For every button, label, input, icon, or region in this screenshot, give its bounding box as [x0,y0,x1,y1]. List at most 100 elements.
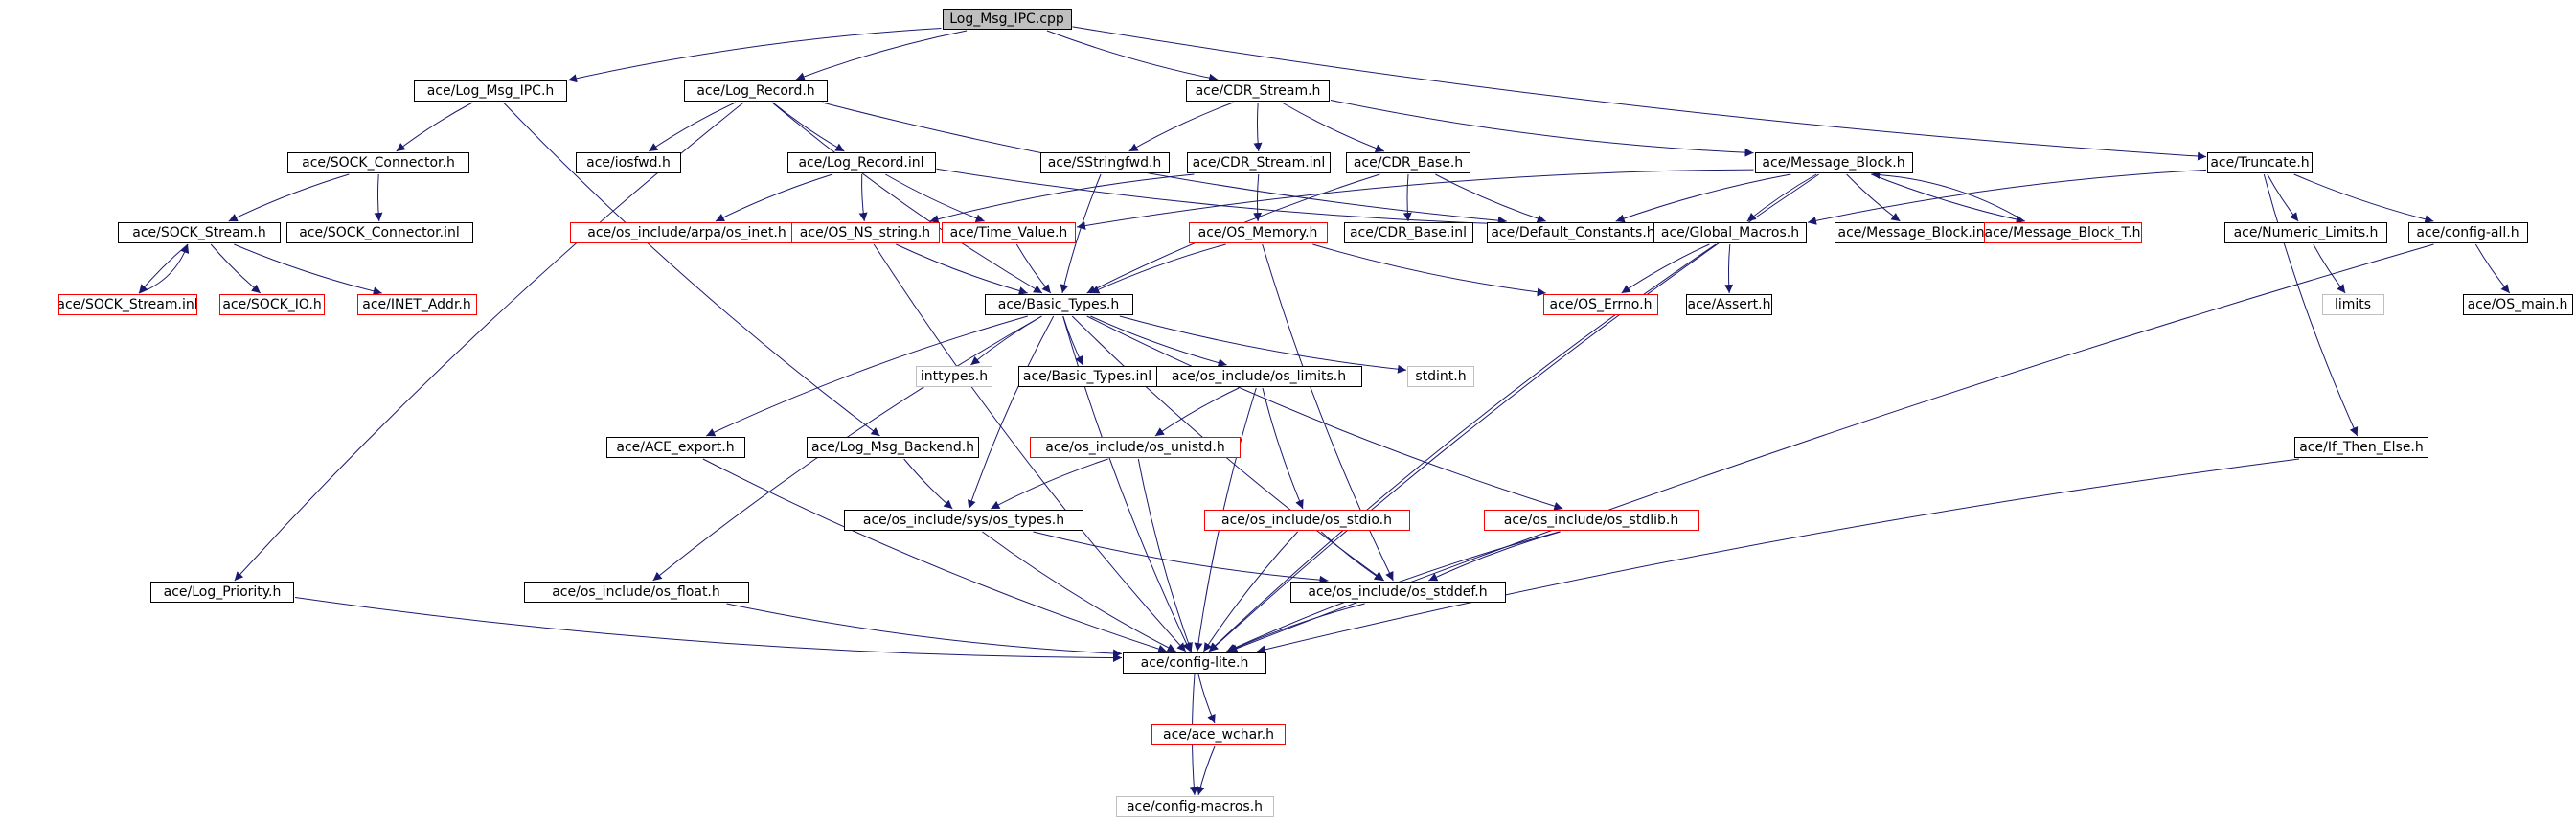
node-sock-connector-inl[interactable]: ace/SOCK_Connector.inl [285,222,473,243]
edge-sock-stream-h-to-sock-io-h [210,243,262,294]
node-basic-types-inl[interactable]: ace/Basic_Types.inl [1017,366,1157,387]
node-sock-stream-inl[interactable]: ace/SOCK_Stream.inl [57,294,197,315]
node-sock-stream-h[interactable]: ace/SOCK_Stream.h [118,222,281,243]
edge-log-record-inl-to-time-value-h [885,173,985,223]
edge-if-then-else-h-to-config-lite-h [1256,458,2300,654]
edge-truncate-h-to-config-all-h [2293,173,2434,224]
edge-os-unistd-h-to-os-types-h [991,458,1108,510]
node-os-unistd-h[interactable]: ace/os_include/os_unistd.h [1030,437,1241,458]
edge-basic-types-h-to-config-lite-h [1062,315,1191,652]
node-message-block-h[interactable]: ace/Message_Block.h [1754,152,1913,173]
node-limits[interactable]: limits [2321,294,2384,315]
edge-os-memory-h-to-basic-types-h [1090,243,1226,294]
edge-cdr-stream-h-to-sstringfwd-h [1128,102,1234,152]
edge-sock-connector-h-to-sock-stream-h [228,173,350,222]
node-inttypes-h[interactable]: inttypes.h [916,366,992,387]
edge-os-unistd-h-to-config-lite-h [1137,458,1193,652]
node-default-constants-h[interactable]: ace/Default_Constants.h [1487,222,1659,243]
node-sock-io-h[interactable]: ace/SOCK_IO.h [219,294,325,315]
node-os-limits-h[interactable]: ace/os_include/os_limits.h [1155,366,1362,387]
edge-cdr-stream-inl-to-os-memory-h [1253,173,1263,222]
edge-root-to-log-record-h [795,30,968,81]
node-os-main-h[interactable]: ace/OS_main.h [2462,294,2573,315]
node-cdr-stream-inl[interactable]: ace/CDR_Stream.inl [1187,152,1331,173]
node-sock-connector-h[interactable]: ace/SOCK_Connector.h [287,152,469,173]
node-os-stdio-h[interactable]: ace/os_include/os_stdio.h [1203,510,1410,531]
node-sstringfwd-h[interactable]: ace/SStringfwd.h [1039,152,1170,173]
edge-root-to-log-msg-ipc-h [567,28,942,83]
node-log-priority-h[interactable]: ace/Log_Priority.h [150,582,294,603]
node-log-msg-backend-h[interactable]: ace/Log_Msg_Backend.h [807,437,979,458]
node-ace-wchar-h[interactable]: ace/ace_wchar.h [1151,724,1286,745]
edge-message-block-h-to-message-block-inl [1846,173,1901,222]
node-time-value-h[interactable]: ace/Time_Value.h [942,222,1076,243]
edge-basic-types-h-to-os-stdlib-h [1086,315,1563,511]
edge-os-memory-h-to-os-stddef-h [1262,243,1394,582]
edge-basic-types-h-to-stdint-h [1119,315,1407,374]
node-basic-types-h[interactable]: ace/Basic_Types.h [984,294,1133,315]
node-os-memory-h[interactable]: ace/OS_Memory.h [1188,222,1328,243]
node-numeric-limits-h[interactable]: ace/Numeric_Limits.h [2224,222,2387,243]
edge-numeric-limits-h-to-limits [2313,243,2346,294]
edge-root-to-cdr-stream-h [1046,30,1219,82]
node-global-macros-h[interactable]: ace/Global_Macros.h [1653,222,1807,243]
node-log-record-inl[interactable]: ace/Log_Record.inl [786,152,936,173]
node-os-ns-string-h[interactable]: ace/OS_NS_string.h [790,222,940,243]
edge-sock-connector-h-to-sock-connector-inl [374,173,383,222]
node-cdr-base-h[interactable]: ace/CDR_Base.h [1346,152,1470,173]
node-os-errno-h[interactable]: ace/OS_Errno.h [1543,294,1658,315]
edge-cdr-stream-h-to-cdr-stream-inl [1253,102,1263,152]
edge-basic-types-h-to-ace-export-h [705,315,1028,437]
node-os-inet-h[interactable]: ace/os_include/arpa/os_inet.h [569,222,805,243]
edge-layer [138,26,2511,796]
edge-message-block-h-to-default-constants-h [1615,173,1791,223]
node-message-block-t-h[interactable]: ace/Message_Block_T.h [1983,222,2142,243]
edge-time-value-h-to-basic-types-h [1015,243,1052,294]
node-log-record-h[interactable]: ace/Log_Record.h [684,80,828,102]
node-assert-h[interactable]: ace/Assert.h [1686,294,1772,315]
node-root: Log_Msg_IPC.cpp [942,9,1072,30]
node-os-stddef-h[interactable]: ace/os_include/os_stddef.h [1289,582,1506,603]
edge-os-stddef-h-to-config-lite-h [1227,603,1365,652]
node-config-macros-h[interactable]: ace/config-macros.h [1115,796,1274,817]
edge-truncate-h-to-if-then-else-h [2263,173,2359,437]
edge-root-to-truncate-h [1072,26,2207,161]
edge-log-record-h-to-log-record-inl [772,102,845,152]
node-os-float-h[interactable]: ace/os_include/os_float.h [523,582,749,603]
node-log-msg-ipc-h[interactable]: ace/Log_Msg_IPC.h [414,80,567,102]
edge-os-stdio-h-to-config-lite-h [1202,531,1298,652]
edge-log-record-h-to-basic-types-h [771,102,1043,294]
edge-cdr-stream-inl-to-os-ns-string-h [929,173,1195,224]
node-inet-addr-h[interactable]: ace/INET_Addr.h [356,294,477,315]
node-config-lite-h[interactable]: ace/config-lite.h [1123,652,1266,674]
edge-basic-types-h-to-inttypes-h [970,315,1042,366]
edge-basic-types-h-to-os-types-h [968,315,1055,510]
node-truncate-h[interactable]: ace/Truncate.h [2207,152,2313,173]
edge-os-ns-string-h-to-basic-types-h [896,243,1028,295]
edge-sock-stream-h-to-inet-addr-h [234,243,382,296]
edge-global-macros-h-to-os-errno-h [1621,243,1710,294]
edge-cdr-base-h-to-default-constants-h [1435,173,1546,223]
node-os-types-h[interactable]: ace/os_include/sys/os_types.h [844,510,1083,531]
node-ace-export-h[interactable]: ace/ACE_export.h [605,437,745,458]
node-cdr-stream-h[interactable]: ace/CDR_Stream.h [1186,80,1330,102]
edge-os-stdio-h-to-os-stddef-h [1320,531,1384,582]
edge-os-types-h-to-config-lite-h [982,531,1176,652]
node-cdr-base-inl[interactable]: ace/CDR_Base.inl [1343,222,1473,243]
edge-log-record-h-to-default-constants-h [822,102,1507,225]
node-if-then-else-h[interactable]: ace/If_Then_Else.h [2294,437,2428,458]
edge-os-limits-h-to-os-stdio-h [1262,387,1304,510]
edge-os-types-h-to-os-stddef-h [1033,531,1329,584]
node-iosfwd-h[interactable]: ace/iosfwd.h [576,152,681,173]
node-os-stdlib-h[interactable]: ace/os_include/os_stdlib.h [1483,510,1699,531]
edge-sock-stream-inl-to-sock-stream-h [138,243,190,294]
node-config-all-h[interactable]: ace/config-all.h [2407,222,2528,243]
edge-config-all-h-to-os-main-h [2474,243,2511,294]
edge-os-ns-string-h-to-config-lite-h [873,243,1187,652]
edge-log-record-h-to-iosfwd-h [649,102,736,152]
node-stdint-h[interactable]: stdint.h [1407,366,1474,387]
edge-message-block-h-to-message-block-t-h [1871,173,2025,224]
edge-message-block-h-to-time-value-h [1076,169,1754,230]
edge-log-priority-h-to-config-lite-h [294,597,1123,662]
node-message-block-inl[interactable]: ace/Message_Block.inl [1834,222,1993,243]
